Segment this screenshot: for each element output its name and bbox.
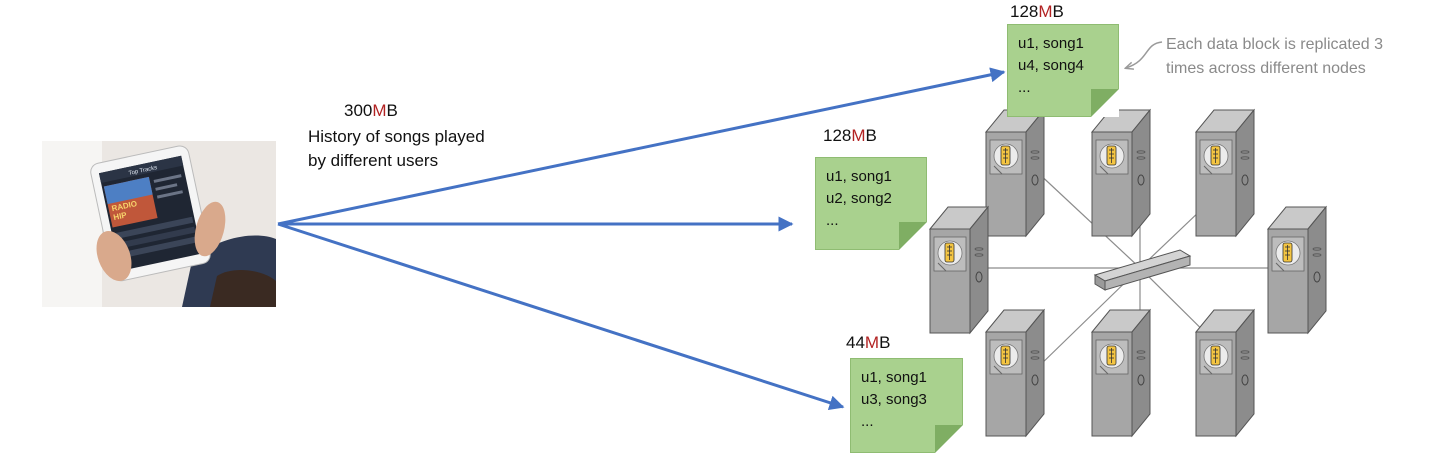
link-node-1 <box>1034 169 1141 269</box>
block-1-line-3: ... <box>1018 79 1031 96</box>
block-3-line-2: u3, song3 <box>861 391 927 408</box>
server-node-3-icon <box>1195 109 1255 237</box>
tablet-screen-header: Top Tracks <box>128 165 158 177</box>
arrow-to-block-3 <box>277 222 845 410</box>
block-1-size-unit-b: B <box>1052 2 1064 21</box>
network-switch-icon <box>1093 249 1192 291</box>
right-hand <box>194 201 226 257</box>
block-1-size-value: 128 <box>1010 2 1039 21</box>
distribution-arrows <box>277 67 1006 410</box>
block-2-line-2: u2, song2 <box>826 190 892 207</box>
block-1-line-2: u4, song4 <box>1018 57 1084 74</box>
block-3-line-1: u1, song1 <box>861 369 927 386</box>
annotation-pointer <box>1126 41 1163 68</box>
tablet-tile-line2: HIP <box>113 210 129 222</box>
block-2-size-label: 128MB <box>823 126 877 146</box>
block-2-folded-corner <box>899 222 927 250</box>
server-node-4-icon <box>929 206 989 334</box>
source-description: History of songs played by different use… <box>308 125 485 173</box>
block-1-size-label: 128MB <box>1010 2 1064 22</box>
tablet-photo-illustration: Top Tracks RADIO HIP <box>42 141 276 307</box>
block-3-size-label: 44MB <box>846 333 890 353</box>
block-1-size-unit-m: M <box>1038 2 1053 21</box>
block-2-size-unit-b: B <box>865 126 877 145</box>
source-size-unit-b: B <box>386 101 398 120</box>
replication-annotation-line1: Each data block is replicated 3 <box>1166 36 1384 53</box>
block-1-line-1: u1, song1 <box>1018 35 1084 52</box>
block-3-size-unit-b: B <box>879 333 891 352</box>
arrow-to-block-1 <box>277 67 1006 226</box>
person-hair <box>210 269 276 307</box>
block-2-size-value: 128 <box>823 126 852 145</box>
source-size-unit-m: M <box>372 101 387 120</box>
source-description-line1: History of songs played <box>308 127 485 146</box>
data-block-1: u1, song1 u4, song4 ... <box>1007 24 1119 117</box>
server-node-7-icon <box>1091 309 1151 437</box>
server-node-1-icon <box>985 109 1045 237</box>
block-1-folded-corner <box>1091 89 1119 117</box>
block-3-size-value: 44 <box>846 333 865 352</box>
server-node-6-icon <box>985 309 1045 437</box>
block-3-folded-corner <box>935 425 963 453</box>
server-node-5-icon <box>1267 206 1327 334</box>
block-2-line-3: ... <box>826 212 839 229</box>
block-2-size-unit-m: M <box>851 126 866 145</box>
source-description-line2: by different users <box>308 151 439 170</box>
left-hand <box>96 230 132 282</box>
replication-annotation: Each data block is replicated 3 times ac… <box>1166 33 1383 81</box>
block-2-line-1: u1, song1 <box>826 168 892 185</box>
server-node-8-icon <box>1195 309 1255 437</box>
data-block-2: u1, song1 u2, song2 ... <box>815 157 927 250</box>
tablet-music-app-photo: Top Tracks RADIO HIP <box>42 141 276 307</box>
replication-annotation-line2: times across different nodes <box>1166 60 1366 77</box>
data-block-3: u1, song1 u3, song3 ... <box>850 358 963 453</box>
block-3-size-unit-m: M <box>864 333 880 352</box>
source-size-label: 300MB <box>344 101 398 121</box>
source-size-value: 300 <box>344 101 373 120</box>
block-3-line-3: ... <box>861 413 874 430</box>
server-node-2-icon <box>1091 109 1151 237</box>
